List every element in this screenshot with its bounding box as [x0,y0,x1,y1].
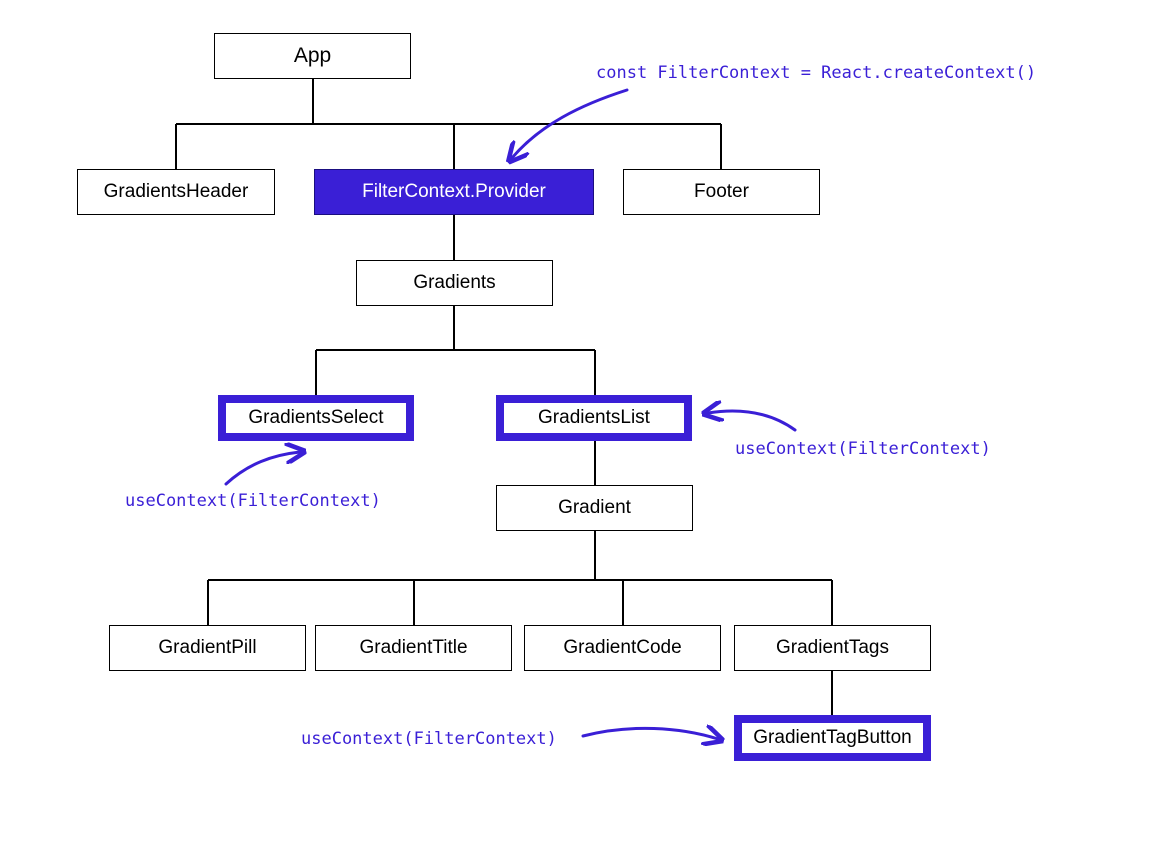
node-gradient-tags: GradientTags [734,625,931,671]
node-gradient-pill: GradientPill [109,625,306,671]
node-gradient-title: GradientTitle [315,625,512,671]
node-gradients-select: GradientsSelect [218,395,414,441]
annotation-create-context: const FilterContext = React.createContex… [596,63,1037,83]
annotation-arrows [224,88,797,739]
node-gradient-code: GradientCode [524,625,721,671]
arrow-use-context-list [708,411,797,432]
node-gradients-list: GradientsList [496,395,692,441]
arrow-use-context-tag-button [581,728,718,739]
annotation-use-context-tag-button: useContext(FilterContext) [301,729,557,749]
node-gradients-header: GradientsHeader [77,169,275,215]
arrow-create-context [512,88,629,158]
node-gradient-tag-button: GradientTagButton [734,715,931,761]
annotation-use-context-list: useContext(FilterContext) [735,439,991,459]
node-gradients: Gradients [356,260,553,306]
node-app: App [214,33,411,79]
annotation-use-context-select: useContext(FilterContext) [125,491,381,511]
arrow-use-context-select [224,452,300,486]
node-filter-context-provider: FilterContext.Provider [314,169,594,215]
node-gradient: Gradient [496,485,693,531]
node-footer: Footer [623,169,820,215]
tree-edges [175,78,833,716]
